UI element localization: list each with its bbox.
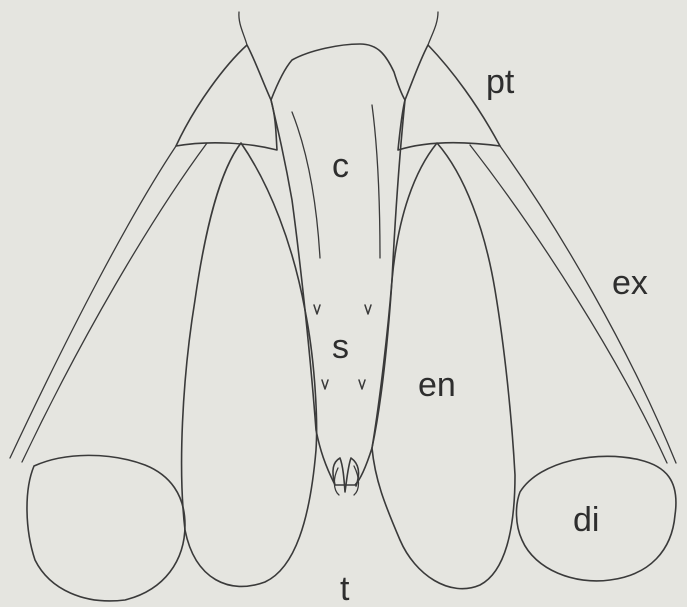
left-endopodite [182, 143, 317, 586]
left-exopodite-outer [10, 146, 176, 458]
central-cone [271, 44, 405, 485]
cone-inner-line-right [372, 105, 380, 258]
label-t: t [340, 570, 350, 607]
label-di: di [573, 501, 599, 539]
right-basal-stub [428, 12, 438, 45]
tip-fork [333, 458, 359, 492]
label-ex: ex [612, 264, 648, 302]
right-protopodite [398, 45, 500, 150]
label-s: s [332, 328, 349, 366]
v-mark-4 [359, 380, 365, 389]
tip-fork-outer-left [334, 468, 339, 495]
v-mark-1 [314, 305, 320, 314]
label-en: en [418, 366, 456, 404]
v-mark-2 [365, 305, 371, 314]
right-exopodite-inner [470, 145, 667, 463]
label-c: c [332, 147, 349, 185]
left-exopodite-inner [22, 143, 207, 462]
left-distal-disc [27, 455, 185, 601]
v-mark-3 [322, 380, 328, 389]
left-protopodite [176, 45, 277, 150]
label-pt: pt [486, 63, 515, 101]
left-basal-stub [239, 12, 247, 45]
right-exopodite-outer [500, 146, 676, 463]
